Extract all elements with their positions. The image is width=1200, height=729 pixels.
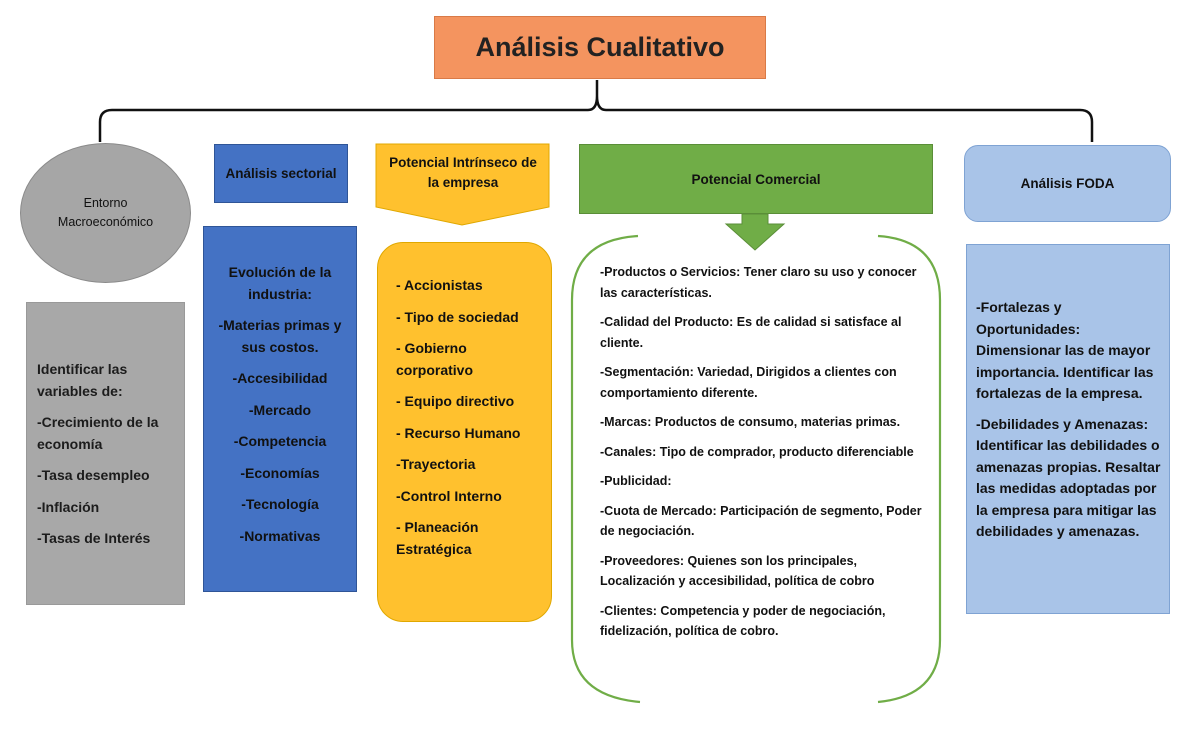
foda-item: -Fortalezas y Oportunidades: Dimensionar… xyxy=(976,299,1154,401)
foda-head: Análisis FODA xyxy=(964,145,1171,222)
comercial-item: -Cuota de Mercado: Participación de segm… xyxy=(600,503,922,539)
comercial-bracket-right xyxy=(877,234,942,704)
comercial-item: -Marcas: Productos de consumo, materias … xyxy=(600,415,901,429)
entorno-item: -Crecimiento de la economía xyxy=(37,414,159,452)
sectorial-item: -Mercado xyxy=(248,401,312,418)
sectorial-item: -Tecnología xyxy=(241,496,319,512)
intrinseco-item: - Planeación Estratégica xyxy=(396,519,479,557)
comercial-item: -Productos o Servicios: Tener claro su u… xyxy=(600,265,917,300)
comercial-item: -Publicidad: xyxy=(600,474,672,488)
comercial-item: -Proveedores: Quienes son los principale… xyxy=(600,553,875,589)
comercial-item: -Canales: Tipo de comprador, producto di… xyxy=(600,444,914,459)
page-title: Análisis Cualitativo xyxy=(434,16,766,79)
sectorial-item: Evolución de la industria: xyxy=(228,264,332,302)
sectorial-item: -Economías xyxy=(240,464,320,481)
comercial-bracket-left xyxy=(570,234,641,704)
sectorial-item: -Competencia xyxy=(233,433,327,449)
intrinseco-item: - Recurso Humano xyxy=(396,424,521,441)
intrinseco-item: - Accionistas xyxy=(396,277,483,293)
foda-body: -Fortalezas y Oportunidades: Dimensionar… xyxy=(966,244,1170,614)
entorno-item: Identificar las variables de: xyxy=(37,361,128,399)
comercial-item: -Calidad del Producto: Es de calidad si … xyxy=(600,315,902,350)
intrinseco-body: - Accionistas - Tipo de sociedad - Gobie… xyxy=(377,242,552,622)
sectorial-item: -Accesibilidad xyxy=(232,370,328,386)
sectorial-head: Análisis sectorial xyxy=(214,144,348,203)
comercial-item: -Segmentación: Variedad, Dirigidos a cli… xyxy=(600,365,897,400)
entorno-head: Entorno Macroeconómico xyxy=(57,196,154,229)
foda-item: -Debilidades y Amenazas: Identificar las… xyxy=(976,415,1161,540)
sectorial-item: -Materias primas y sus costos. xyxy=(218,317,342,355)
intrinseco-item: -Trayectoria xyxy=(396,456,476,472)
entorno-item: -Tasas de Interés xyxy=(37,530,151,546)
entorno-item: -Inflación xyxy=(37,498,100,515)
intrinseco-item: - Gobierno corporativo xyxy=(396,340,474,378)
comercial-item: -Clientes: Competencia y poder de negoci… xyxy=(600,603,886,639)
entorno-body: Identificar las variables de: -Crecimien… xyxy=(26,302,185,605)
sectorial-body: Evolución de la industria: -Materias pri… xyxy=(203,226,357,592)
intrinseco-head: Potencial Intrínseco de la empresa xyxy=(389,155,537,190)
down-arrow-icon xyxy=(724,213,786,251)
intrinseco-item: - Equipo directivo xyxy=(396,393,515,409)
intrinseco-header-shape xyxy=(375,143,550,226)
entorno-oval: Entorno Macroeconómico xyxy=(20,143,191,283)
intrinseco-item: -Control Interno xyxy=(396,487,502,504)
comercial-body: -Productos o Servicios: Tener claro su u… xyxy=(600,262,922,651)
intrinseco-item: - Tipo de sociedad xyxy=(396,308,519,325)
sectorial-item: -Normativas xyxy=(239,527,321,544)
comercial-head: Potencial Comercial xyxy=(579,144,933,214)
entorno-item: -Tasa desempleo xyxy=(37,467,150,483)
top-brace xyxy=(98,80,1094,142)
